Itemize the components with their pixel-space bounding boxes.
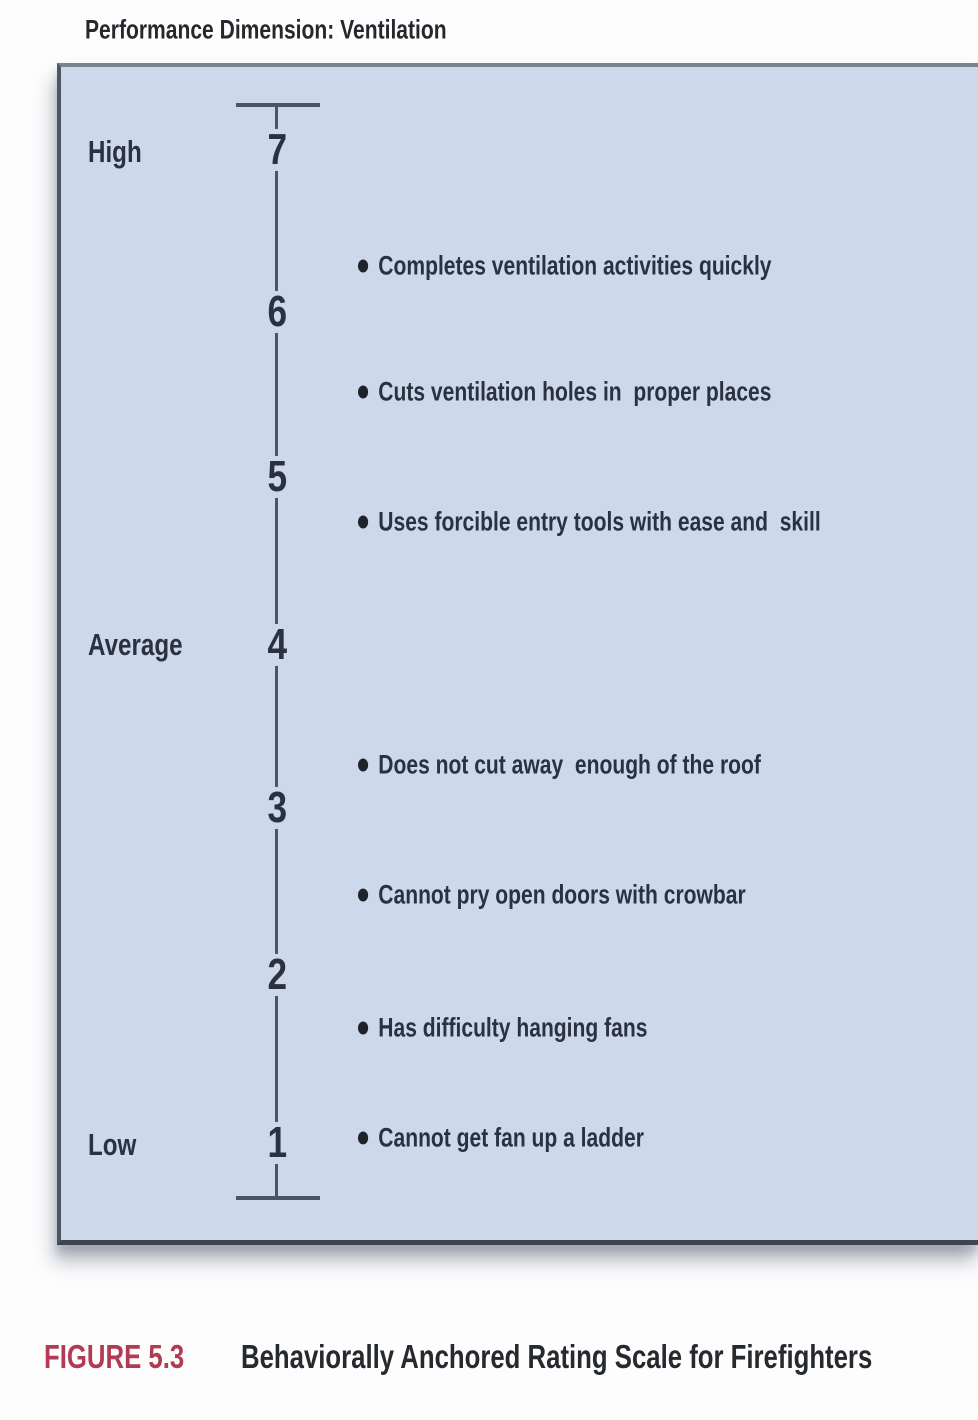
scale-tick-6: 6 <box>255 289 299 334</box>
page-title-text: Performance Dimension: Ventilation <box>85 14 447 45</box>
scale-bottom-cap <box>236 1196 320 1200</box>
anchor-label-high: High <box>88 134 142 169</box>
behavior-item: Completes ventilation activities quickly <box>358 251 888 282</box>
rating-scale-panel: 7 6 5 4 3 2 1 High Average Low Completes… <box>57 63 978 1245</box>
scale-tick-7: 7 <box>255 127 299 172</box>
behavior-item: Has difficulty hanging fans <box>358 1013 729 1044</box>
scale-tick-1: 1 <box>255 1120 299 1165</box>
behavior-text: Uses forcible entry tools with ease and … <box>378 506 821 537</box>
bullet-icon <box>358 515 369 529</box>
behavior-item: Cuts ventilation holes in proper places <box>358 377 888 408</box>
behavior-text: Has difficulty hanging fans <box>378 1012 648 1043</box>
figure-caption-row: FIGURE 5.3 Behaviorally Anchored Rating … <box>44 1338 978 1376</box>
bullet-icon <box>358 758 369 772</box>
behavior-text: Cannot pry open doors with crowbar <box>378 879 746 910</box>
scale-tick-3: 3 <box>255 785 299 830</box>
scale-tick-5: 5 <box>255 454 299 499</box>
figure-caption: Behaviorally Anchored Rating Scale for F… <box>240 1338 872 1375</box>
behavior-text: Does not cut away enough of the roof <box>378 749 761 780</box>
bullet-icon <box>358 1131 369 1145</box>
scale-top-cap <box>236 103 320 107</box>
bullet-icon <box>358 385 369 399</box>
anchor-label-low: Low <box>88 1127 137 1162</box>
behavior-item: Cannot pry open doors with crowbar <box>358 880 855 911</box>
bullet-icon <box>358 888 369 902</box>
anchor-label-average: Average <box>88 627 183 662</box>
scale-tick-2: 2 <box>255 952 299 997</box>
behavior-item: Does not cut away enough of the roof <box>358 750 875 781</box>
behavior-text: Completes ventilation activities quickly <box>378 250 772 281</box>
bullet-icon <box>358 259 369 273</box>
behavior-item: Cannot get fan up a ladder <box>358 1123 725 1154</box>
behavior-text: Cuts ventilation holes in proper places <box>378 376 772 407</box>
scale-tick-4: 4 <box>255 622 299 667</box>
figure-label: FIGURE 5.3 <box>44 1338 185 1375</box>
bullet-icon <box>358 1021 369 1035</box>
behavior-item: Uses forcible entry tools with ease and … <box>358 507 951 538</box>
behavior-text: Cannot get fan up a ladder <box>378 1122 644 1153</box>
page-title: Performance Dimension: Ventilation <box>85 15 549 46</box>
